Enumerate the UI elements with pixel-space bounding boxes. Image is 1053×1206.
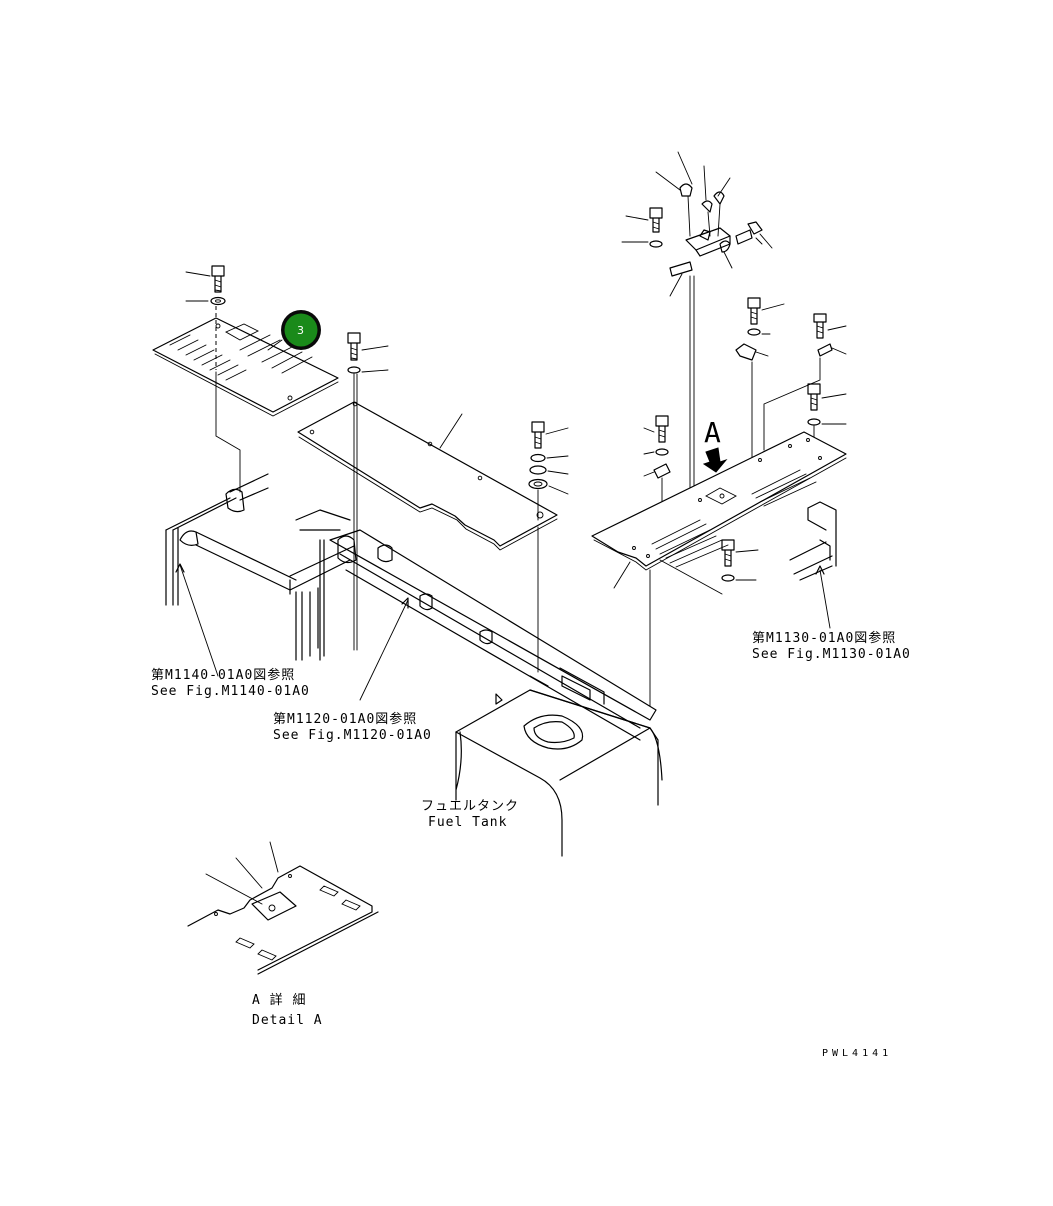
fuel-tank-label: フュエルタンク Fuel Tank xyxy=(421,799,519,830)
fuel-tank-jp: フュエルタンク xyxy=(421,799,519,814)
detail-a-drawing xyxy=(187,841,379,975)
right-plate-bottom-bolt[interactable] xyxy=(721,539,759,582)
fuel-tank-en: Fuel Tank xyxy=(428,815,507,830)
callout-3-number: 3 xyxy=(297,324,304,337)
ref-m1140-jp: 第M1140-01A0図参照 xyxy=(151,667,295,683)
left-cover-plate[interactable] xyxy=(152,317,339,417)
drawing-code: PWL4141 xyxy=(822,1048,892,1059)
center-plate-bolt[interactable] xyxy=(347,332,389,361)
right-frame xyxy=(789,501,837,581)
upper-bracket-bolt-right[interactable] xyxy=(735,221,773,249)
upper-bracket-assembly[interactable] xyxy=(655,151,733,297)
detail-a-en: Detail A xyxy=(252,1013,323,1028)
center-right-bolt[interactable] xyxy=(531,421,569,449)
center-plate-washer[interactable] xyxy=(347,366,389,374)
right-bolt-upper[interactable] xyxy=(747,297,785,336)
right-cover-plate[interactable] xyxy=(591,431,847,589)
right-plate-bolt[interactable] xyxy=(807,383,847,426)
left-plate-washer[interactable] xyxy=(185,296,226,306)
center-frame-rail xyxy=(329,529,657,741)
far-right-bolt[interactable] xyxy=(813,313,847,357)
ref-m1130[interactable]: 第M1130-01A0図参照 See Fig.M1130-01A0 xyxy=(752,630,911,662)
ref-m1120-jp: 第M1120-01A0図参照 xyxy=(273,711,417,727)
left-plate-bolt[interactable] xyxy=(185,265,225,293)
callout-3[interactable]: 3 xyxy=(267,310,321,351)
center-cover-plate[interactable] xyxy=(297,401,558,551)
view-arrow-label: A xyxy=(704,416,721,449)
upper-bracket-bolt-left[interactable] xyxy=(621,207,663,248)
fuel-tank[interactable] xyxy=(455,689,663,857)
left-frame xyxy=(165,473,355,661)
right-plate-bolt-left[interactable] xyxy=(643,415,671,479)
ref-m1120[interactable]: 第M1120-01A0図参照 See Fig.M1120-01A0 xyxy=(273,711,432,743)
detail-a-label: A 詳 細 Detail A xyxy=(252,992,323,1028)
center-right-washers[interactable] xyxy=(528,453,569,495)
ref-m1140[interactable]: 第M1140-01A0図参照 See Fig.M1140-01A0 xyxy=(151,667,310,699)
ref-m1120-en: See Fig.M1120-01A0 xyxy=(273,728,432,743)
right-clip[interactable] xyxy=(735,343,769,361)
ref-m1140-en: See Fig.M1140-01A0 xyxy=(151,684,310,699)
ref-m1130-en: See Fig.M1130-01A0 xyxy=(752,647,911,662)
ref-m1130-jp: 第M1130-01A0図参照 xyxy=(752,630,896,646)
view-arrow-a: A xyxy=(702,416,728,473)
detail-a-jp: A 詳 細 xyxy=(252,992,306,1008)
